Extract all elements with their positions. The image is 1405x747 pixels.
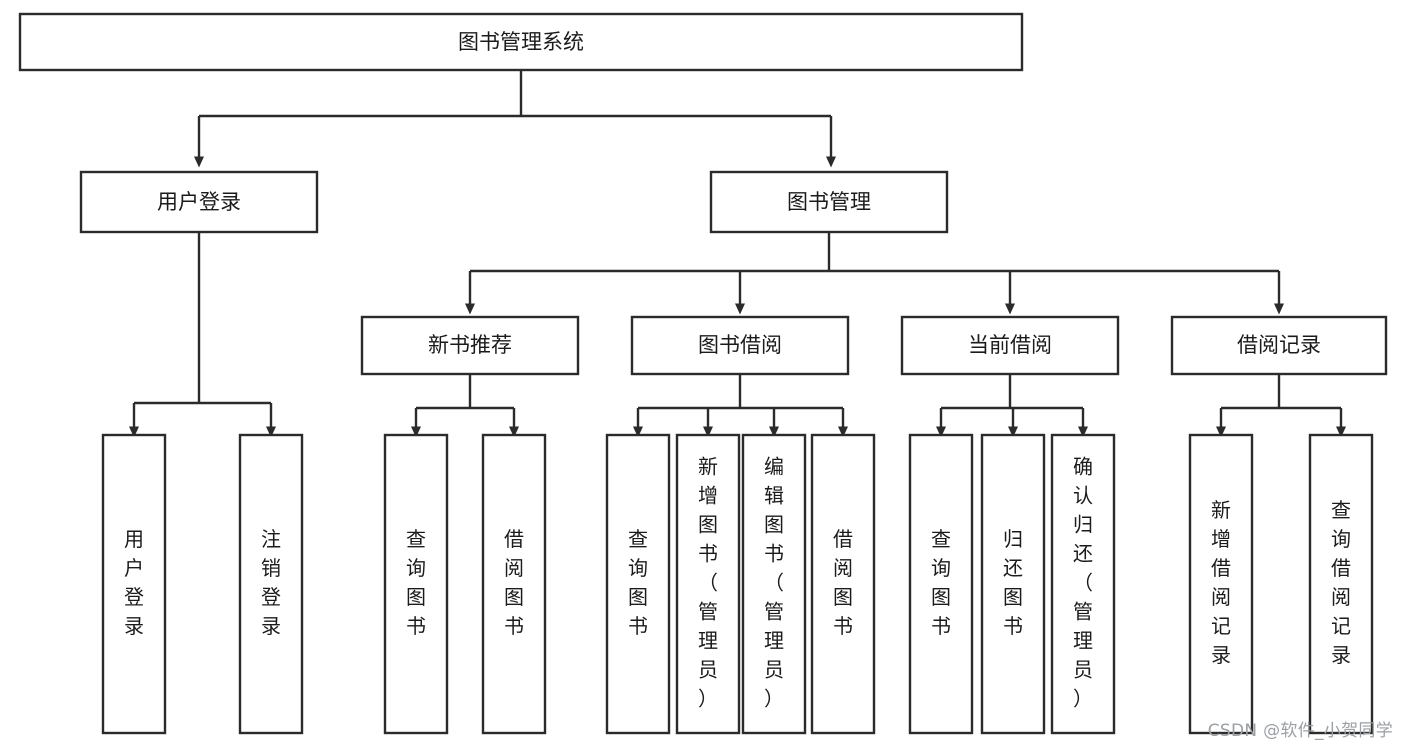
leaf-confirm-return[interactable]: 确认归还（管理员） <box>1050 433 1116 735</box>
node-borrow-record-box <box>1170 315 1388 376</box>
leaf-borrow-book-recommend-label: 借阅图书 <box>504 527 524 638</box>
leaf-confirm-return-label: 确认归还（管理员） <box>1073 455 1093 711</box>
leaf-logout[interactable]: 注销登录 <box>238 433 304 735</box>
leaf-add-book[interactable]: 新增图书（管理员） <box>675 433 741 735</box>
leaf-add-borrow-record[interactable]: 新增借阅记录 <box>1188 433 1254 735</box>
leaf-add-book-label: 新增图书（管理员） <box>698 455 718 711</box>
leaf-query-book-current-box <box>908 433 974 735</box>
node-current-borrow-box <box>900 315 1120 376</box>
leaf-query-borrow-record[interactable]: 查询借阅记录 <box>1308 433 1374 735</box>
node-current-borrow-label: 当前借阅 <box>968 333 1052 357</box>
leaf-borrow-book-recommend-box <box>481 433 547 735</box>
leaf-add-book-box <box>675 433 741 735</box>
edge-group-book-manage-to-level3 <box>465 232 1284 315</box>
node-root-label: 图书管理系统 <box>458 30 584 54</box>
leaf-edit-book-box <box>741 433 807 735</box>
edge-group-book-borrow-to-leaves <box>633 374 848 438</box>
leaf-user-login-box <box>101 433 167 735</box>
node-new-book-recommend-label: 新书推荐 <box>428 333 512 357</box>
leaf-query-book-borrow-box <box>605 433 671 735</box>
leaf-borrow-book[interactable]: 借阅图书 <box>810 433 876 735</box>
leaf-add-borrow-record-label: 新增借阅记录 <box>1211 498 1231 667</box>
leaf-edit-book-label: 编辑图书（管理员） <box>764 455 784 711</box>
node-borrow-record-label: 借阅记录 <box>1237 333 1321 357</box>
node-book-borrow[interactable]: 图书借阅 <box>630 315 850 376</box>
leaf-add-borrow-record-box <box>1188 433 1254 735</box>
node-user-login-label: 用户登录 <box>157 190 241 214</box>
leaf-query-book-current-label: 查询图书 <box>931 527 951 638</box>
leaf-query-book-recommend-label: 查询图书 <box>406 527 426 638</box>
leaf-query-borrow-record-label: 查询借阅记录 <box>1331 498 1351 667</box>
leaf-query-book-borrow-label: 查询图书 <box>628 527 648 638</box>
node-current-borrow[interactable]: 当前借阅 <box>900 315 1120 376</box>
node-user-login[interactable]: 用户登录 <box>79 170 319 234</box>
leaf-return-book[interactable]: 归还图书 <box>980 433 1046 735</box>
leaf-confirm-return-box <box>1050 433 1116 735</box>
leaf-borrow-book-label: 借阅图书 <box>833 527 853 638</box>
node-book-manage-box <box>709 170 949 234</box>
leaf-query-book-recommend[interactable]: 查询图书 <box>383 433 449 735</box>
leaf-user-login-label: 用户登录 <box>124 527 144 638</box>
node-book-manage-label: 图书管理 <box>787 190 871 214</box>
node-user-login-box <box>79 170 319 234</box>
node-root[interactable]: 图书管理系统 <box>18 12 1024 72</box>
leaf-borrow-book-recommend[interactable]: 借阅图书 <box>481 433 547 735</box>
node-new-book-recommend[interactable]: 新书推荐 <box>360 315 580 376</box>
node-book-borrow-label: 图书借阅 <box>698 333 782 357</box>
edge-group-borrow-record-to-leaves <box>1216 374 1346 438</box>
node-book-manage[interactable]: 图书管理 <box>709 170 949 234</box>
edge-group-user-login-to-leaves <box>129 232 276 438</box>
leaf-return-book-label: 归还图书 <box>1003 527 1023 638</box>
node-new-book-recommend-box <box>360 315 580 376</box>
edge-group-root-to-level2 <box>194 70 836 168</box>
node-root-box <box>18 12 1024 72</box>
leaf-logout-label: 注销登录 <box>261 527 281 638</box>
edge-group-current-borrow-to-leaves <box>936 374 1088 438</box>
leaf-edit-book[interactable]: 编辑图书（管理员） <box>741 433 807 735</box>
leaf-query-book-current[interactable]: 查询图书 <box>908 433 974 735</box>
edge-group-new-book-recommend-to-leaves <box>411 374 519 438</box>
csdn-watermark: CSDN @软件_小贺同学 <box>1207 721 1393 741</box>
leaf-query-borrow-record-box <box>1308 433 1374 735</box>
node-borrow-record[interactable]: 借阅记录 <box>1170 315 1388 376</box>
node-book-borrow-box <box>630 315 850 376</box>
leaf-borrow-book-box <box>810 433 876 735</box>
leaf-logout-box <box>238 433 304 735</box>
leaf-user-login[interactable]: 用户登录 <box>101 433 167 735</box>
leaf-query-book-borrow[interactable]: 查询图书 <box>605 433 671 735</box>
leaf-return-book-box <box>980 433 1046 735</box>
leaf-query-book-recommend-box <box>383 433 449 735</box>
